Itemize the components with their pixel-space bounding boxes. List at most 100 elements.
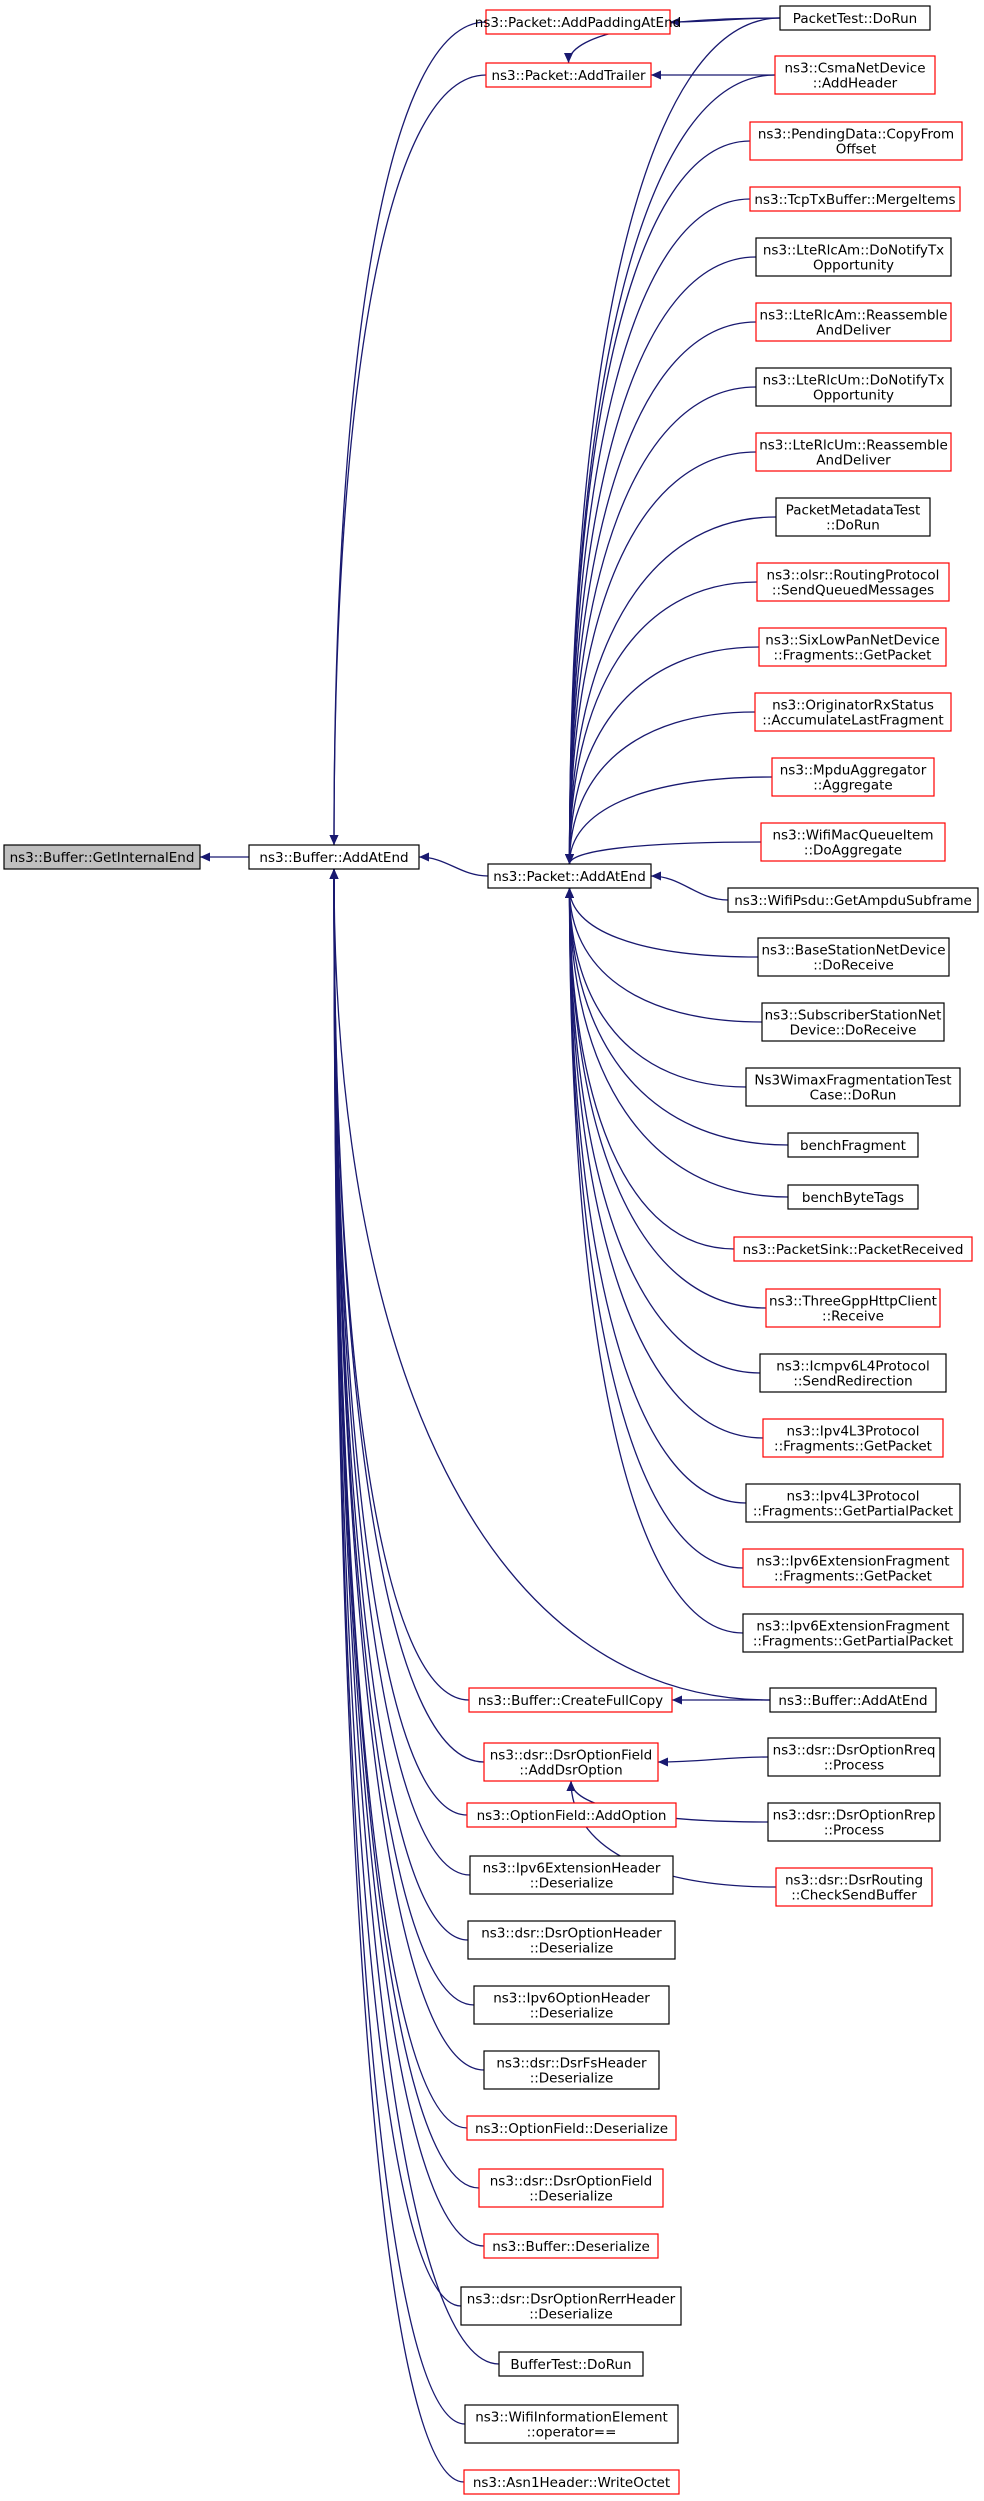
node-lterlcam-reassembleanddeliver-box [755,302,952,342]
node-dsr-dsroptionrrep-process[interactable]: ns3::dsr::DsrOptionRrep::Process [767,1802,941,1842]
node-sixlowpannetdevice-fragments-getpacket[interactable]: ns3::SixLowPanNetDevice::Fragments::GetP… [758,627,947,667]
node-buffer-addatend-caller[interactable]: ns3::Buffer::AddAtEnd [769,1687,937,1713]
node-subscriberstationnetdevice-doreceive[interactable]: ns3::SubscriberStationNetDevice::DoRecei… [761,1002,945,1042]
packet-caller-6-edge [568,386,757,865]
node-ipv6extensionheader-deserialize-label: ::Deserialize [530,1876,614,1892]
hub-caller-11-arrowhead [329,869,339,879]
node-packetmetadatatest-dorun[interactable]: PacketMetadataTest::DoRun [775,497,931,537]
node-dsr-dsroptionrrep-process-label: ::Process [824,1823,884,1839]
packet-caller-10-edge [568,646,760,865]
node-ipv6extensionfragment-fragments-getpacket[interactable]: ns3::Ipv6ExtensionFragment::Fragments::G… [742,1548,964,1588]
node-benchfragment[interactable]: benchFragment [787,1132,919,1158]
node-lterlcum-reassembleanddeliver-box [755,432,952,472]
node-threegpphttpclient-receive[interactable]: ns3::ThreeGppHttpClient::Receive [765,1288,941,1328]
node-dsr-dsrrouting-checksendbuffer-label: ns3::dsr::DsrRouting [785,1873,923,1889]
packet-caller-26-edge [568,887,744,1634]
node-dsr-dsrrouting-checksendbuffer[interactable]: ns3::dsr::DsrRouting::CheckSendBuffer [775,1867,933,1907]
node-olsr-routingprotocol-sendqueuedmessages[interactable]: ns3::olsr::RoutingProtocol::SendQueuedMe… [756,562,950,602]
node-originatorrxstatus-accumulatelastfragment[interactable]: ns3::OriginatorRxStatus::AccumulateLastF… [754,692,952,732]
node-optionfield-addoption-box [466,1802,677,1828]
node-wifimacqueueitem-doaggregate[interactable]: ns3::WifiMacQueueItem::DoAggregate [760,822,946,862]
node-olsr-routingprotocol-sendqueuedmessages-label: ::SendQueuedMessages [772,583,934,599]
node-packet-addpaddingatend[interactable]: ns3::Packet::AddPaddingAtEnd [475,9,681,35]
packet-caller-0-edge [568,17,781,865]
node-basestationnetdevice-doreceive[interactable]: ns3::BaseStationNetDevice::DoReceive [757,937,950,977]
node-icmpv6l4protocol-sendredirection-box [759,1353,947,1393]
node-buffer-getinternalend-box [3,844,201,870]
packet-caller-13-arrowhead [565,854,574,864]
node-buffer-createfullcopy-box [468,1687,673,1713]
node-ipv4l3protocol-fragments-getpacket-label: ns3::Ipv4L3Protocol [787,1424,920,1440]
node-packettest-dorun[interactable]: PacketTest::DoRun [779,5,931,31]
node-ipv6extensionfragment-fragments-getpartialpacket-label: ::Fragments::GetPartialPacket [753,1634,953,1650]
node-ipv4l3protocol-fragments-getpartialpacket-label: ::Fragments::GetPartialPacket [753,1504,953,1520]
node-icmpv6l4protocol-sendredirection-label: ::SendRedirection [793,1374,912,1390]
node-benchbytetags[interactable]: benchByteTags [787,1184,919,1210]
graph-edges [200,17,789,2483]
hub-to-root-arrowhead [200,852,210,862]
node-packet-addatend[interactable]: ns3::Packet::AddAtEnd [487,863,652,889]
node-ipv6extensionfragment-fragments-getpacket-box [742,1548,964,1588]
hub-caller-2-edge [333,868,469,1941]
node-dsr-dsrrouting-checksendbuffer-label: ::CheckSendBuffer [791,1888,917,1904]
node-dsr-dsroptionrreq-process[interactable]: ns3::dsr::DsrOptionRreq::Process [767,1737,941,1777]
node-icmpv6l4protocol-sendredirection[interactable]: ns3::Icmpv6L4Protocol::SendRedirection [759,1353,947,1393]
packet-caller-17-edge [568,887,747,1088]
node-ipv6optionheader-deserialize[interactable]: ns3::Ipv6OptionHeader::Deserialize [473,1985,670,2025]
node-buffer-addatend[interactable]: ns3::Buffer::AddAtEnd [248,844,420,870]
node-dsr-dsroptionheader-deserialize[interactable]: ns3::dsr::DsrOptionHeader::Deserialize [467,1920,676,1960]
node-asn1header-writeoctet[interactable]: ns3::Asn1Header::WriteOctet [463,2469,680,2495]
node-wifiinformationelement-operator[interactable]: ns3::WifiInformationElement::operator== [464,2404,679,2444]
node-ipv6extensionheader-deserialize[interactable]: ns3::Ipv6ExtensionHeader::Deserialize [469,1855,674,1895]
hub-caller-4-edge [333,868,485,2071]
node-wifimacqueueitem-doaggregate-label: ns3::WifiMacQueueItem [772,828,933,844]
node-olsr-routingprotocol-sendqueuedmessages-label: ns3::olsr::RoutingProtocol [767,568,940,584]
node-dsroptionfield-adddsroption-box [483,1742,659,1782]
node-sixlowpannetdevice-fragments-getpacket-box [758,627,947,667]
node-mpduaggregator-aggregate-label: ::Aggregate [813,778,892,794]
node-buffer-deserialize[interactable]: ns3::Buffer::Deserialize [483,2233,659,2259]
node-lterlcam-donotifytxopportunity-label: Opportunity [813,258,894,274]
node-optionfield-deserialize[interactable]: ns3::OptionField::Deserialize [466,2115,677,2141]
node-pendingdata-copyfromoffset-label: ns3::PendingData::CopyFrom [758,127,954,143]
node-ipv4l3protocol-fragments-getpacket[interactable]: ns3::Ipv4L3Protocol::Fragments::GetPacke… [762,1418,944,1458]
node-packetsink-packetreceived[interactable]: ns3::PacketSink::PacketReceived [733,1236,973,1262]
node-buffertest-dorun[interactable]: BufferTest::DoRun [498,2351,644,2377]
node-ns3wimaxfragmentationtestcase-dorun-label: Case::DoRun [810,1088,897,1104]
node-dsroptionfield-adddsroption[interactable]: ns3::dsr::DsrOptionField::AddDsrOption [483,1742,659,1782]
node-subscriberstationnetdevice-doreceive-label: Device::DoReceive [790,1023,917,1039]
node-ipv6extensionfragment-fragments-getpartialpacket[interactable]: ns3::Ipv6ExtensionFragment::Fragments::G… [742,1613,964,1653]
node-ipv6extensionfragment-fragments-getpartialpacket-box [742,1613,964,1653]
node-wifipsdu-getampdusubframe[interactable]: ns3::WifiPsdu::GetAmpduSubframe [727,887,979,913]
node-dsr-dsroptionfield-deserialize[interactable]: ns3::dsr::DsrOptionField::Deserialize [478,2168,664,2208]
padding-to-hub-edge [333,21,487,846]
node-wifiinformationelement-operator-label: ns3::WifiInformationElement [475,2410,668,2426]
node-originatorrxstatus-accumulatelastfragment-label: ::AccumulateLastFragment [762,713,943,729]
node-ipv4l3protocol-fragments-getpacket-label: ::Fragments::GetPacket [774,1439,932,1455]
node-packet-addatend-label: ns3::Packet::AddAtEnd [493,869,646,885]
node-tcptxbuffer-mergeitems[interactable]: ns3::TcpTxBuffer::MergeItems [749,186,961,212]
node-mpduaggregator-aggregate[interactable]: ns3::MpduAggregator::Aggregate [771,757,935,797]
packet-caller-22-edge [568,887,761,1374]
packet-caller-21-edge [568,887,767,1309]
node-dsr-dsroptionrerrheader-deserialize[interactable]: ns3::dsr::DsrOptionRerrHeader::Deseriali… [460,2286,682,2326]
packet-caller-24-edge [568,887,747,1504]
node-csmanetdevice-addheader[interactable]: ns3::CsmaNetDevice::AddHeader [774,55,936,95]
node-buffer-createfullcopy[interactable]: ns3::Buffer::CreateFullCopy [468,1687,673,1713]
node-optionfield-addoption[interactable]: ns3::OptionField::AddOption [466,1802,677,1828]
trailer-to-hub-arrowhead [329,835,339,845]
node-dsr-dsrfsheader-deserialize[interactable]: ns3::dsr::DsrFsHeader::Deserialize [483,2050,660,2090]
packet-caller-19-edge [568,887,789,1198]
node-buffer-getinternalend[interactable]: ns3::Buffer::GetInternalEnd [3,844,201,870]
node-packet-addtrailer[interactable]: ns3::Packet::AddTrailer [485,62,652,88]
node-packet-addtrailer-box [485,62,652,88]
node-ipv4l3protocol-fragments-getpartialpacket[interactable]: ns3::Ipv4L3Protocol::Fragments::GetParti… [745,1483,961,1523]
node-packetmetadatatest-dorun-label: ::DoRun [826,518,880,534]
